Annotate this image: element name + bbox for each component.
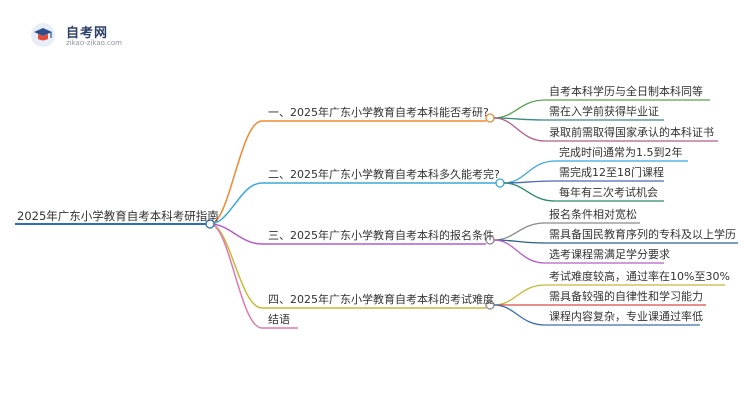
branch-3-child-1: 报名条件相对宽松: [549, 208, 637, 221]
branch-4-child-2: 需具备较强的自律性和学习能力: [549, 290, 703, 303]
branch-2-child-2: 需完成12至18门课程: [559, 166, 664, 179]
branch-3-child-3: 选考课程需满足学分要求: [549, 248, 670, 261]
logo-name: 自考网: [66, 26, 109, 41]
connector-branch-5: [209, 223, 263, 329]
branch-1-child-2: 需在入学前获得毕业证: [549, 105, 659, 118]
branch-1-label: 一、2025年广东小学教育自考本科能否考研?: [268, 106, 489, 119]
branch-1-child-1: 自考本科学历与全日制本科同等: [549, 85, 703, 98]
branch-2-child-3: 每年有三次考试机会: [559, 186, 658, 199]
branch-4-child-1: 考试难度较高，通过率在10%至30%: [549, 270, 730, 283]
branch-2-child-1: 完成时间通常为1.5到2年: [559, 146, 683, 159]
branch-2-label: 二、2025年广东小学教育自考本科多久能考完?: [268, 168, 500, 181]
branch-1-child-3: 录取前需取得国家承认的本科证书: [549, 126, 714, 139]
branch-5-label: 结语: [268, 313, 290, 326]
root-node: [205, 219, 215, 229]
mindmap-root: 2025年广东小学教育自考本科考研指南: [17, 209, 219, 223]
branch-4-label: 四、2025年广东小学教育自考本科的考试难度: [268, 293, 494, 306]
connector-branch-1: [209, 120, 263, 225]
connector-branch-3: [209, 223, 263, 245]
graduation-cap-icon: [31, 23, 55, 47]
site-logo[interactable]: 自考网 zikao-zikao.com: [30, 20, 140, 50]
branch-3-child-2: 需具备国民教育序列的专科及以上学历: [549, 228, 736, 241]
branch-4-child-3: 课程内容复杂，专业课通过率低: [549, 310, 703, 323]
logo-url: zikao-zikao.com: [66, 39, 122, 47]
connector-branch-4: [209, 223, 263, 309]
connector-branch-2: [209, 182, 263, 225]
branch-3-label: 三、2025年广东小学教育自考本科的报名条件: [268, 229, 494, 242]
